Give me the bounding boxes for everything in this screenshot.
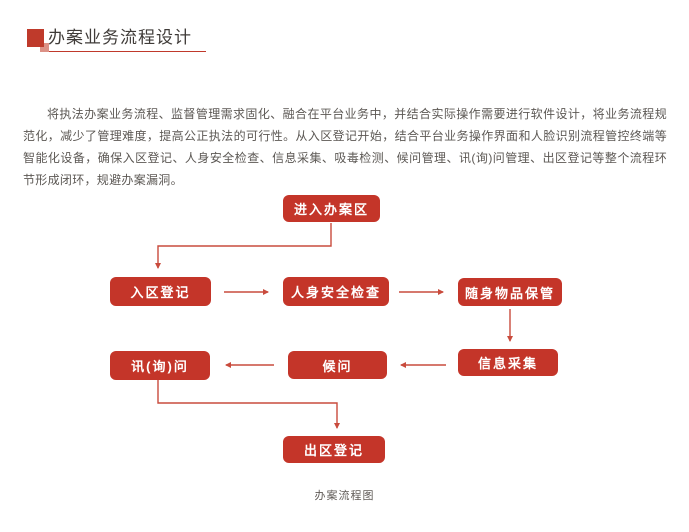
title-bullet-square-icon (27, 29, 44, 47)
flow-node-information-collection: 信息采集 (458, 349, 558, 376)
flow-node-personal-safety-check: 人身安全检查 (283, 277, 389, 306)
connector-interrogation-to-exit (157, 380, 340, 429)
flow-node-enter-case-area: 进入办案区 (283, 195, 380, 222)
intro-paragraph: 将执法办案业务流程、监督管理需求固化、融合在平台业务中，并结合实际操作需要进行软… (23, 107, 667, 187)
connector-enter-to-entry (155, 223, 332, 269)
page-title: 办案业务流程设计 (48, 28, 192, 47)
title-underline (48, 51, 206, 52)
title-bullet-small-square-icon (40, 43, 49, 52)
flow-node-exit-registration: 出区登记 (283, 436, 385, 463)
flow-node-interrogation: 讯(询)问 (110, 351, 210, 380)
flow-node-waiting: 候问 (288, 351, 387, 379)
flowchart-caption: 办案流程图 (314, 490, 375, 502)
flow-node-belongings-storage: 随身物品保管 (458, 278, 562, 306)
flow-node-entry-registration: 入区登记 (110, 277, 211, 306)
